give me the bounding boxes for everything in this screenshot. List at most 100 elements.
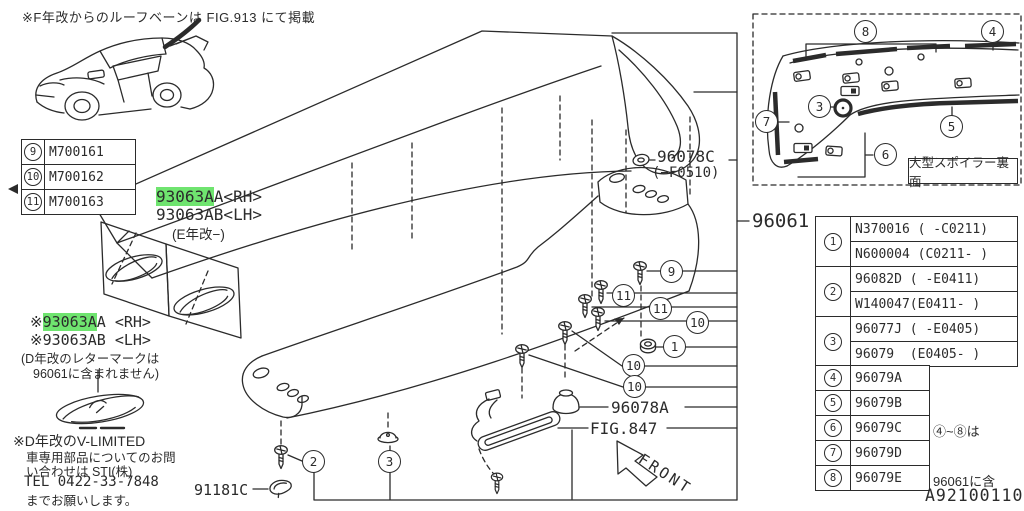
part-label-91181c: 91181C [194, 481, 249, 499]
part-number: 96079 (E0405- ) [850, 341, 1018, 367]
callout-number: 10 [24, 168, 42, 186]
callout-3: 3 [378, 450, 401, 473]
table-row: 11 M700163 [21, 189, 136, 215]
part-number: M700163 [44, 189, 136, 215]
front-arrow-icon [616, 440, 658, 487]
table-row: 4 96079A [815, 365, 930, 392]
callout-number: 5 [824, 394, 842, 413]
fig-ref-847: FIG.847 [590, 419, 658, 438]
callout-2: 2 [302, 450, 325, 473]
callout-10b: 10 [622, 354, 645, 377]
parts-table-upper: 1 N370016 ( -C0211) N600004 (C0211- ) 2 … [815, 216, 1018, 367]
callout-9: 9 [660, 260, 683, 283]
model-year-note: (E年改−) [172, 227, 225, 242]
table-row: 10 M700162 [21, 164, 136, 190]
part-number: 96077J ( -E0405) [850, 316, 1018, 342]
table-row: 3 96077J ( -E0405) [815, 316, 1018, 367]
parts-table-lower: 4 96079A 5 96079B 6 96079C 7 96079D 8 96… [815, 365, 930, 492]
fastener-glyphs [268, 153, 657, 500]
highlighted-part-number: 93063A [42, 313, 97, 331]
part-number: 96079C [850, 415, 930, 442]
part-number: W140047(E0411- ) [850, 291, 1018, 317]
sti-note-line3: い合わせは STI(株) [26, 465, 133, 479]
table-row: 96079 (E0405- ) [816, 341, 1018, 367]
grommet-96078a [552, 389, 580, 415]
letter-mark-panels [100, 221, 242, 339]
callout-number: 8 [824, 469, 842, 488]
inset-callout-3: 3 [808, 95, 831, 118]
part-label-93063ab-d: ※93063AB <LH> [30, 331, 151, 349]
inset-callout-6: 6 [874, 143, 897, 166]
d-model-note-line1: (D年改のレターマークは [21, 352, 160, 366]
screw-10b [558, 321, 572, 346]
car-illustration [35, 17, 215, 121]
part-range-96078c: (−F0510) [652, 165, 720, 181]
part-label-93063aa-d: ※93063AA <RH> [30, 313, 151, 331]
parts-table: 1 N370016 ( -C0211) N600004 (C0211- ) 2 … [815, 216, 1018, 492]
part-number: 96079E [850, 465, 930, 492]
inset-callout-4: 4 [981, 20, 1004, 43]
table-row: 8 96079E [815, 465, 930, 492]
clip-96078c [632, 153, 650, 167]
inset-diagram [752, 13, 1022, 186]
part-number: 96082D ( -E0411) [850, 266, 1018, 292]
screw-lamp [490, 472, 504, 495]
part-number: 96079A [850, 365, 930, 392]
callout-10a: 10 [686, 311, 709, 334]
callout-number: 2 [824, 282, 842, 301]
fastener-ref-table: 9 M700161 10 M700162 11 M700163 [21, 139, 136, 215]
screw-10c [515, 344, 529, 369]
wing-drawing [92, 30, 701, 335]
inset-caption: 大型スポイラー裏面 [908, 156, 1018, 189]
screw-11a [594, 280, 608, 305]
document-code: A92100110B [925, 486, 1024, 505]
callout-number: 7 [824, 444, 842, 463]
nut-1 [639, 338, 657, 354]
table-row: 6 96079C [815, 415, 930, 442]
table-row: 5 96079B [815, 390, 930, 417]
inset-callout-8: 8 [854, 20, 877, 43]
included-parts-note: ④~⑧は 96061に含 まれておりま す。 [933, 424, 996, 489]
part-number: M700161 [44, 139, 136, 165]
table-row: 7 96079D [815, 440, 930, 467]
part-label-93063ab: 93063AB<LH> [156, 205, 262, 224]
v-limited-emblem [55, 370, 145, 430]
callout-number: 3 [824, 332, 842, 351]
part-label-96078a: 96078A [611, 398, 669, 417]
spoiler-drawing [241, 166, 700, 446]
screw-2 [274, 445, 288, 470]
highlighted-part-number: 93063A [156, 187, 214, 206]
stop-lamp [470, 389, 561, 475]
callout-11b: 11 [649, 297, 672, 320]
grommet-3 [377, 431, 399, 444]
table-row: 1 N370016 ( -C0211) [815, 216, 1018, 267]
header-note: ※F年改からのルーフベーンは FIG.913 にて掲載 [22, 10, 316, 25]
callout-number: 1 [824, 232, 842, 251]
d-model-note-line2: 96061に含まれません) [33, 367, 160, 381]
leader-arrowhead-icon [8, 184, 18, 194]
inset-callout-7: 7 [755, 110, 778, 133]
table-row: 9 M700161 [21, 139, 136, 165]
part-label-96078c: 96078C [657, 147, 715, 166]
callout-number: 11 [24, 193, 42, 211]
screw-11b [578, 294, 592, 319]
callout-number: 6 [824, 419, 842, 438]
part-number: N370016 ( -C0211) [850, 216, 1018, 242]
callout-10c: 10 [623, 375, 646, 398]
part-number: N600004 (C0211- ) [850, 241, 1018, 267]
sti-note-line1: ※D年改のV-LIMITED [13, 433, 146, 449]
sti-note-line2: 車専用部品についてのお問 [26, 451, 176, 465]
table-row: 2 96082D ( -E0411) [815, 266, 1018, 317]
part-number: 96079B [850, 390, 930, 417]
part-number: 96079D [850, 440, 930, 467]
part-number: M700162 [44, 164, 136, 190]
screw-9 [633, 261, 647, 286]
part-label-93063aa: 93063AA<RH> [156, 187, 262, 206]
sti-phone-number: TEL 0422-33-7848 [24, 474, 159, 490]
part-label-96061: 96061 [752, 210, 810, 232]
callout-11a: 11 [612, 284, 635, 307]
inset-callout-5: 5 [940, 115, 963, 138]
sti-note-line5: までお願いします。 [26, 494, 138, 508]
